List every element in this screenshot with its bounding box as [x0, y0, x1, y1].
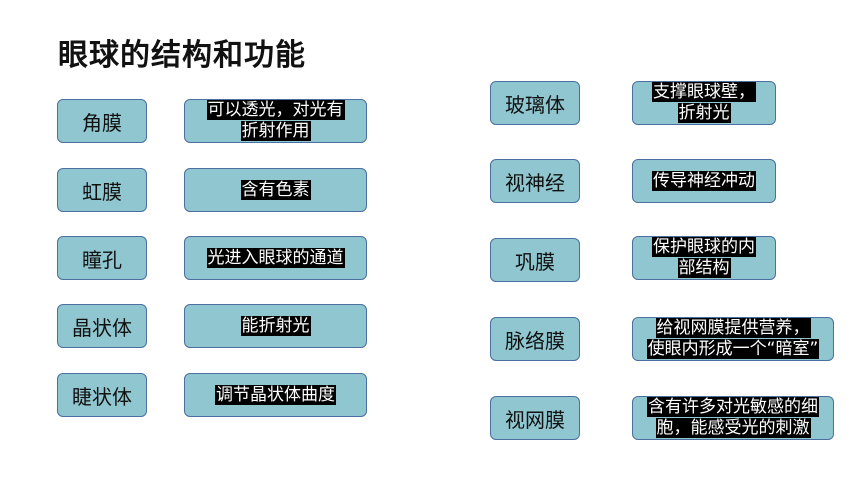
term-box: 视神经 — [490, 159, 580, 203]
description-line: 使眼内形成一个“暗室” — [646, 339, 820, 359]
description-line: 调节晶状体曲度 — [215, 384, 336, 405]
description-line: 支撑眼球壁， — [652, 82, 756, 102]
term-label: 视神经 — [505, 170, 565, 195]
term-box: 晶状体 — [57, 304, 147, 348]
term-box: 瞳孔 — [57, 236, 147, 280]
page-title: 眼球的结构和功能 — [58, 38, 306, 73]
term-label: 虹膜 — [82, 179, 122, 204]
description-box: 保护眼球的内部结构 — [632, 236, 776, 280]
description-line: 能折射光 — [240, 315, 311, 336]
term-box: 视网膜 — [490, 396, 580, 440]
description-box: 调节晶状体曲度 — [184, 373, 367, 417]
term-label: 晶状体 — [72, 315, 132, 340]
description-line: 光进入眼球的通道 — [206, 247, 345, 268]
term-label: 视网膜 — [505, 407, 565, 432]
description-line: 折射光 — [677, 103, 731, 123]
description-box: 能折射光 — [184, 304, 367, 348]
description-line: 折射作用 — [240, 121, 311, 141]
description-line: 含有许多对光敏感的细 — [647, 397, 819, 417]
term-label: 巩膜 — [515, 249, 555, 274]
term-box: 睫状体 — [57, 373, 147, 417]
term-label: 瞳孔 — [82, 247, 122, 272]
description-box: 含有色素 — [184, 168, 367, 212]
description-box: 支撑眼球壁，折射光 — [632, 81, 776, 125]
description-line: 部结构 — [677, 258, 731, 278]
description-box: 给视网膜提供营养，使眼内形成一个“暗室” — [632, 317, 834, 361]
term-label: 脉络膜 — [505, 328, 565, 353]
description-box: 传导神经冲动 — [632, 159, 776, 203]
description-line: 给视网膜提供营养， — [655, 318, 811, 338]
description-box: 可以透光，对光有折射作用 — [184, 99, 367, 143]
term-box: 玻璃体 — [490, 81, 580, 125]
term-box: 角膜 — [57, 99, 147, 143]
term-label: 睫状体 — [72, 384, 132, 409]
term-label: 玻璃体 — [505, 92, 565, 117]
description-line: 保护眼球的内 — [652, 237, 756, 257]
description-line: 可以透光，对光有 — [206, 100, 345, 120]
term-box: 巩膜 — [490, 238, 580, 282]
term-box: 脉络膜 — [490, 317, 580, 361]
description-line: 含有色素 — [240, 179, 311, 200]
term-label: 角膜 — [82, 110, 122, 135]
term-box: 虹膜 — [57, 168, 147, 212]
description-box: 含有许多对光敏感的细胞，能感受光的刺激 — [632, 396, 834, 440]
description-box: 光进入眼球的通道 — [184, 236, 367, 280]
description-line: 胞，能感受光的刺激 — [655, 418, 811, 438]
description-line: 传导神经冲动 — [652, 170, 756, 191]
